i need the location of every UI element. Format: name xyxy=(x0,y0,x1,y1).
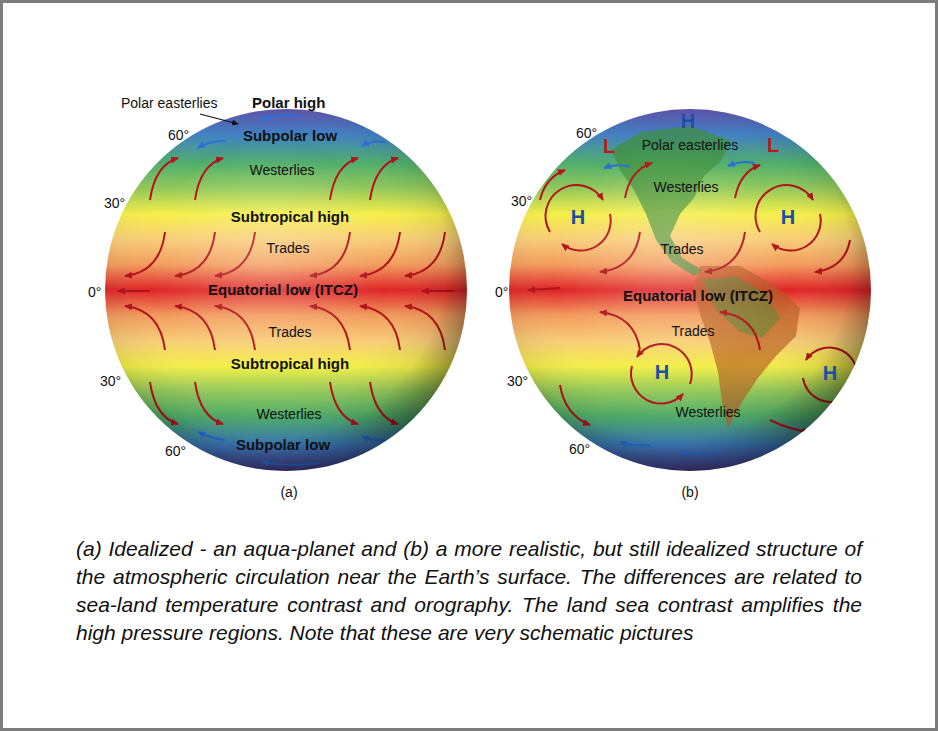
high-pressure-mark: H xyxy=(781,206,795,229)
wind-label: Trades xyxy=(266,240,309,256)
pressure-belt-label: Equatorial low (ITCZ) xyxy=(623,287,773,304)
latitude-label: 60° xyxy=(168,127,189,143)
pressure-belt-label: Subpolar low xyxy=(236,436,330,453)
wind-label: Trades xyxy=(268,324,311,340)
leader-line xyxy=(200,114,238,124)
figure-caption: (a) Idealized - an aqua-planet and (b) a… xyxy=(76,535,862,647)
latitude-label: 60° xyxy=(165,443,186,459)
latitude-label: 60° xyxy=(569,441,590,457)
globe-shading xyxy=(105,109,467,471)
latitude-label: 0° xyxy=(495,284,508,300)
latitude-label: 30° xyxy=(100,373,121,389)
low-pressure-mark: L xyxy=(767,134,779,157)
wind-label: Westerlies xyxy=(256,406,321,422)
globe-a xyxy=(105,109,467,471)
wind-label: Polar easterlies xyxy=(121,95,218,111)
globe-b xyxy=(509,109,871,471)
globe-shading xyxy=(509,109,871,471)
wind-label: Trades xyxy=(660,241,703,257)
latitude-label: 60° xyxy=(576,125,597,141)
low-pressure-mark: L xyxy=(603,135,615,158)
high-pressure-mark: H xyxy=(681,110,695,133)
wind-label: Westerlies xyxy=(653,179,718,195)
wind-label: Westerlies xyxy=(675,404,740,420)
pressure-belt-label: Polar high xyxy=(252,94,325,111)
wind-label: Polar easterlies xyxy=(642,137,739,153)
wind-label: Trades xyxy=(671,323,714,339)
pressure-belt-label: Subtropical high xyxy=(231,355,349,372)
latitude-label: 30° xyxy=(507,373,528,389)
pressure-belt-label: Subpolar low xyxy=(243,127,337,144)
pressure-belt-label: Subtropical high xyxy=(231,208,349,225)
high-pressure-mark: H xyxy=(823,362,837,385)
high-pressure-mark: H xyxy=(655,361,669,384)
panel-label: (b) xyxy=(681,484,698,500)
pressure-belt-label: Equatorial low (ITCZ) xyxy=(208,281,358,298)
latitude-label: 0° xyxy=(88,284,101,300)
high-pressure-mark: H xyxy=(571,206,585,229)
latitude-label: 30° xyxy=(511,193,532,209)
wind-label: Westerlies xyxy=(249,162,314,178)
panel-label: (a) xyxy=(280,484,297,500)
latitude-label: 30° xyxy=(104,195,125,211)
